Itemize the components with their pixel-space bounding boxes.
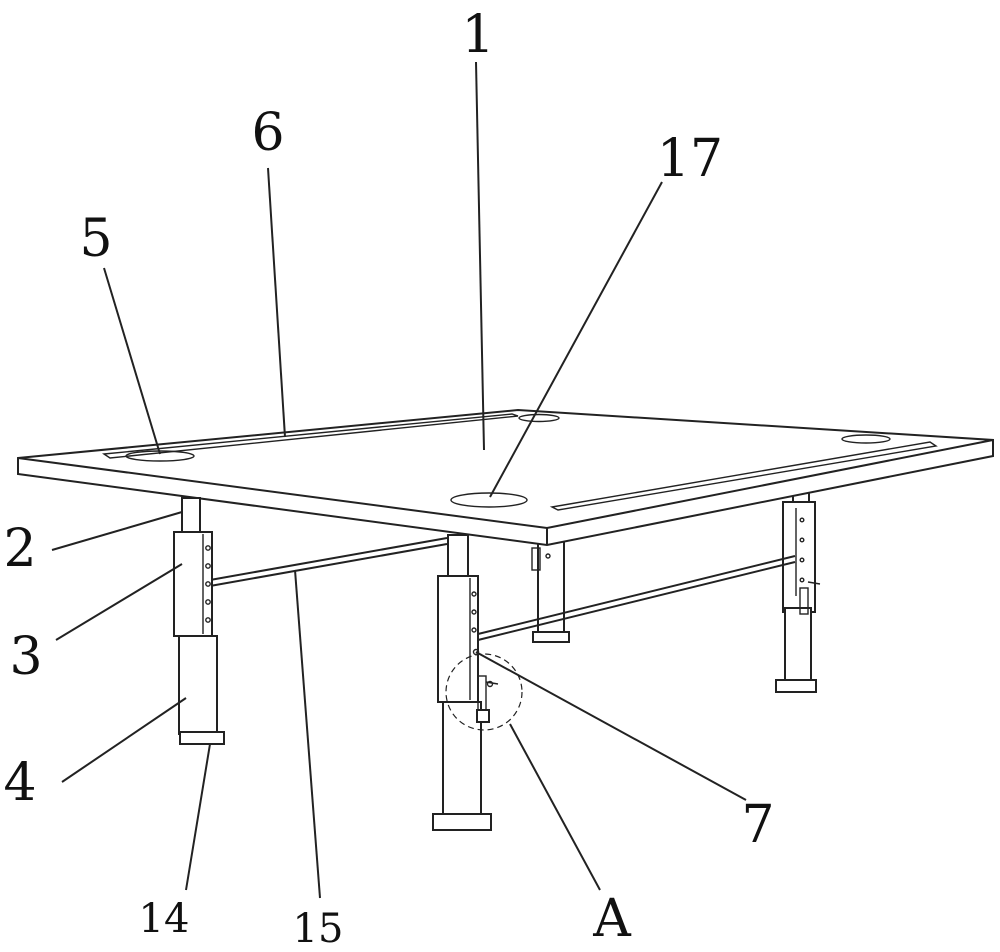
label-2: 2 — [3, 519, 36, 579]
front-left-leg — [174, 498, 224, 744]
label-15: 15 — [293, 906, 344, 952]
label-A: A — [592, 889, 632, 949]
label-7: 7 — [741, 795, 774, 855]
label-1: 1 — [461, 5, 494, 65]
table-top — [18, 410, 993, 545]
foot-pad — [180, 732, 224, 744]
upper-tube — [182, 498, 200, 534]
label-5: 5 — [79, 209, 112, 269]
label-14: 14 — [139, 896, 190, 942]
label-17: 17 — [657, 129, 723, 189]
lower-tube — [179, 636, 217, 734]
label-3: 3 — [9, 627, 42, 687]
foot-pad — [433, 814, 491, 830]
back-left-leg — [532, 540, 569, 642]
cross-bar-right — [478, 556, 795, 640]
front-middle-leg — [433, 535, 522, 830]
cross-bar-left — [210, 538, 447, 586]
label-6: 6 — [251, 103, 284, 163]
back-right-leg — [776, 492, 820, 692]
upper-tube — [448, 535, 468, 579]
lower-tube — [443, 702, 481, 816]
label-4: 4 — [3, 753, 36, 813]
